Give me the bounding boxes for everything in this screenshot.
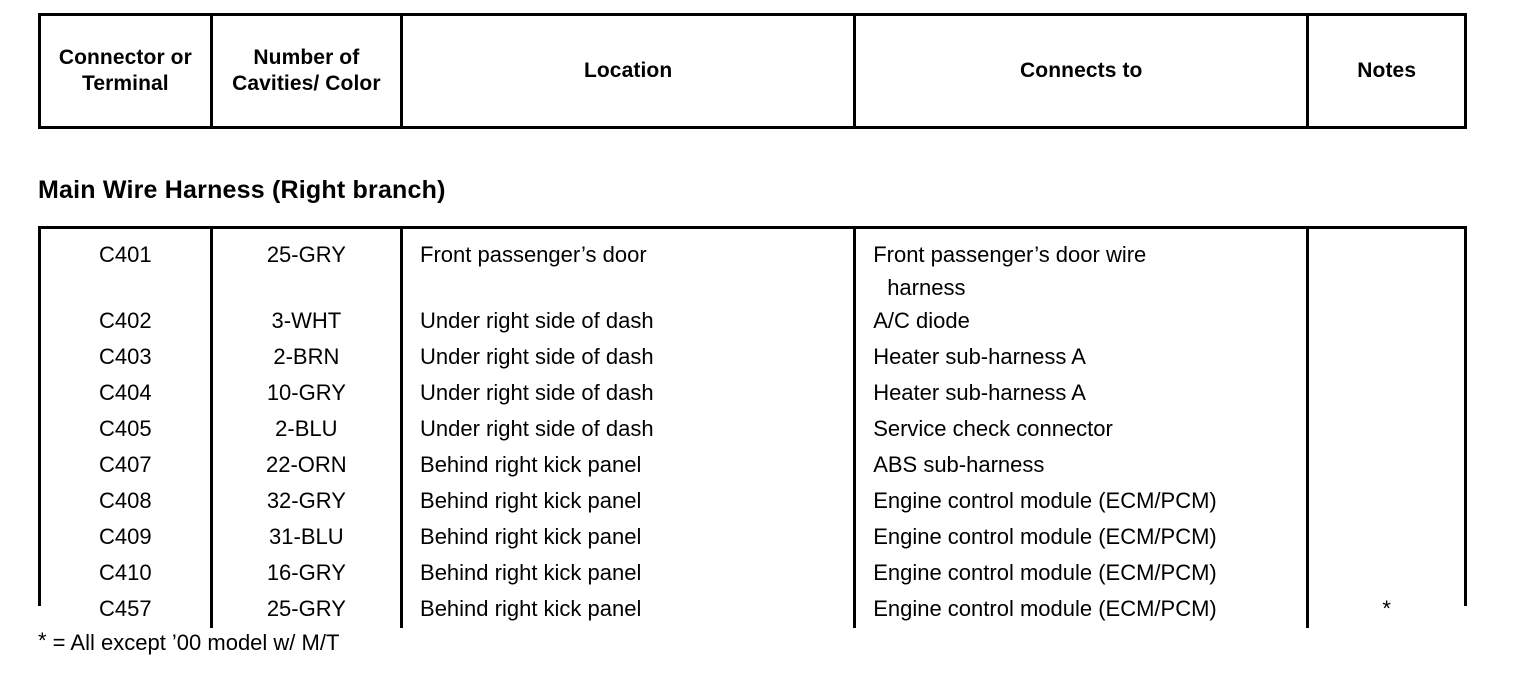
connects-to-line-1: Service check connector — [873, 416, 1113, 441]
cell-cavities-color: 2-BLU — [209, 412, 402, 448]
connects-to-line-1: ABS sub-harness — [873, 452, 1045, 477]
cell-cavities-color: 22-ORN — [209, 448, 402, 484]
cell-cavities-color: 25-GRY — [209, 592, 402, 628]
connects-to-line-1: Engine control module (ECM/PCM) — [873, 524, 1217, 549]
cell-notes — [1306, 412, 1464, 448]
cell-notes — [1306, 520, 1464, 556]
cell-notes — [1306, 448, 1464, 484]
connects-to-line-1: Front passenger’s door wire — [873, 242, 1147, 267]
cell-connects-to: Engine control module (ECM/PCM) — [853, 520, 1308, 556]
cell-notes — [1306, 556, 1464, 592]
cell-notes — [1306, 484, 1464, 520]
header-connector-or-terminal: Connector or Terminal — [41, 16, 212, 126]
column-header-table: Connector or Terminal Number of Cavities… — [38, 13, 1467, 129]
cell-connector-id: C403 — [41, 340, 212, 376]
cell-connects-to: Service check connector — [853, 412, 1308, 448]
cell-location: Under right side of dash — [400, 304, 855, 340]
header-table: Connector or Terminal Number of Cavities… — [41, 16, 1464, 126]
header-row: Connector or Terminal Number of Cavities… — [41, 16, 1464, 126]
connects-to-line-1: Engine control module (ECM/PCM) — [873, 488, 1217, 513]
header-number-of-cavities-color: Number of Cavities/ Color — [209, 16, 402, 126]
cell-connector-id: C405 — [41, 412, 212, 448]
cell-notes — [1306, 304, 1464, 340]
cell-connector-id: C409 — [41, 520, 212, 556]
cell-connector-id: C408 — [41, 484, 212, 520]
cell-connector-id: C402 — [41, 304, 212, 340]
cell-notes: * — [1306, 592, 1464, 628]
cell-location: Behind right kick panel — [400, 448, 855, 484]
cell-connects-to: Engine control module (ECM/PCM) — [853, 592, 1308, 628]
connects-to-line-1: Engine control module (ECM/PCM) — [873, 560, 1217, 585]
cell-connects-to: Front passenger’s door wire harness — [853, 229, 1308, 304]
cell-connector-id: C407 — [41, 448, 212, 484]
footnote: * = All except ’00 model w/ M/T — [38, 628, 339, 656]
connects-to-line-1: Heater sub-harness A — [873, 380, 1086, 405]
cell-location: Under right side of dash — [400, 412, 855, 448]
connects-to-line-1: Engine control module (ECM/PCM) — [873, 596, 1217, 621]
cell-location: Behind right kick panel — [400, 484, 855, 520]
cell-connects-to: Heater sub-harness A — [853, 376, 1308, 412]
cell-notes — [1306, 340, 1464, 376]
cell-cavities-color: 31-BLU — [209, 520, 402, 556]
cell-location: Front passenger’s door — [400, 229, 855, 304]
section-title: Main Wire Harness (Right branch) — [38, 176, 446, 204]
cell-notes — [1306, 229, 1464, 304]
cell-connector-id: C457 — [41, 592, 212, 628]
cell-location: Behind right kick panel — [400, 520, 855, 556]
footnote-star: * — [38, 628, 47, 653]
cell-connects-to: Engine control module (ECM/PCM) — [853, 556, 1308, 592]
header-notes: Notes — [1306, 16, 1464, 126]
header-location: Location — [400, 16, 855, 126]
cell-connects-to: A/C diode — [853, 304, 1308, 340]
cell-cavities-color: 32-GRY — [209, 484, 402, 520]
cell-cavities-color: 2-BRN — [209, 340, 402, 376]
connects-to-line-1: Heater sub-harness A — [873, 344, 1086, 369]
header-connects-to: Connects to — [853, 16, 1308, 126]
cell-notes — [1306, 376, 1464, 412]
cell-connects-to: ABS sub-harness — [853, 448, 1308, 484]
cell-connector-id: C401 — [41, 229, 212, 304]
cell-connects-to: Heater sub-harness A — [853, 340, 1308, 376]
cell-connector-id: C410 — [41, 556, 212, 592]
connects-to-line-1: A/C diode — [873, 308, 970, 333]
cell-location: Behind right kick panel — [400, 592, 855, 628]
cell-location: Under right side of dash — [400, 376, 855, 412]
cell-location: Behind right kick panel — [400, 556, 855, 592]
footnote-text: = All except ’00 model w/ M/T — [46, 630, 340, 655]
cell-cavities-color: 25-GRY — [209, 229, 402, 304]
cell-cavities-color: 10-GRY — [209, 376, 402, 412]
cell-cavities-color: 3-WHT — [209, 304, 402, 340]
cell-connector-id: C404 — [41, 376, 212, 412]
connects-to-line-2: harness — [887, 275, 966, 300]
cell-cavities-color: 16-GRY — [209, 556, 402, 592]
cell-connects-to: Engine control module (ECM/PCM) — [853, 484, 1308, 520]
cell-location: Under right side of dash — [400, 340, 855, 376]
